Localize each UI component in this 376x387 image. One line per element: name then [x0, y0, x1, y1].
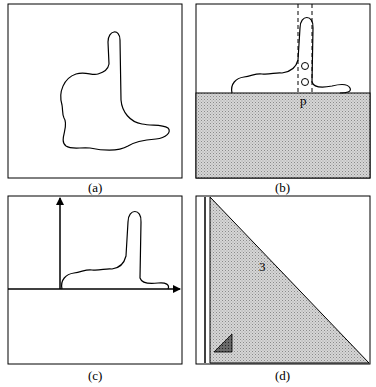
point-marker — [302, 79, 309, 86]
panel-caption: (d) — [275, 369, 290, 382]
panel-frame — [196, 4, 370, 178]
hand-outline — [62, 212, 169, 290]
edge-line — [204, 197, 206, 363]
panel-frame — [196, 196, 370, 364]
y-axis — [59, 198, 61, 289]
x-axis — [8, 288, 180, 290]
scan-strip — [312, 4, 313, 93]
dark-square — [214, 334, 232, 352]
point-marker — [302, 63, 309, 70]
panel-frame — [8, 196, 182, 364]
panel-frame — [8, 4, 182, 178]
scan-strip — [298, 4, 299, 93]
point-label: p — [300, 94, 307, 107]
panel-caption: (a) — [88, 181, 102, 194]
panel-caption: (b) — [275, 181, 290, 194]
hand-outline — [232, 18, 351, 94]
hand-outline — [61, 32, 169, 150]
stippled-region — [196, 93, 370, 178]
gray-triangle — [210, 197, 369, 363]
region-number: 3 — [259, 260, 266, 273]
panel-caption: (c) — [88, 369, 102, 382]
